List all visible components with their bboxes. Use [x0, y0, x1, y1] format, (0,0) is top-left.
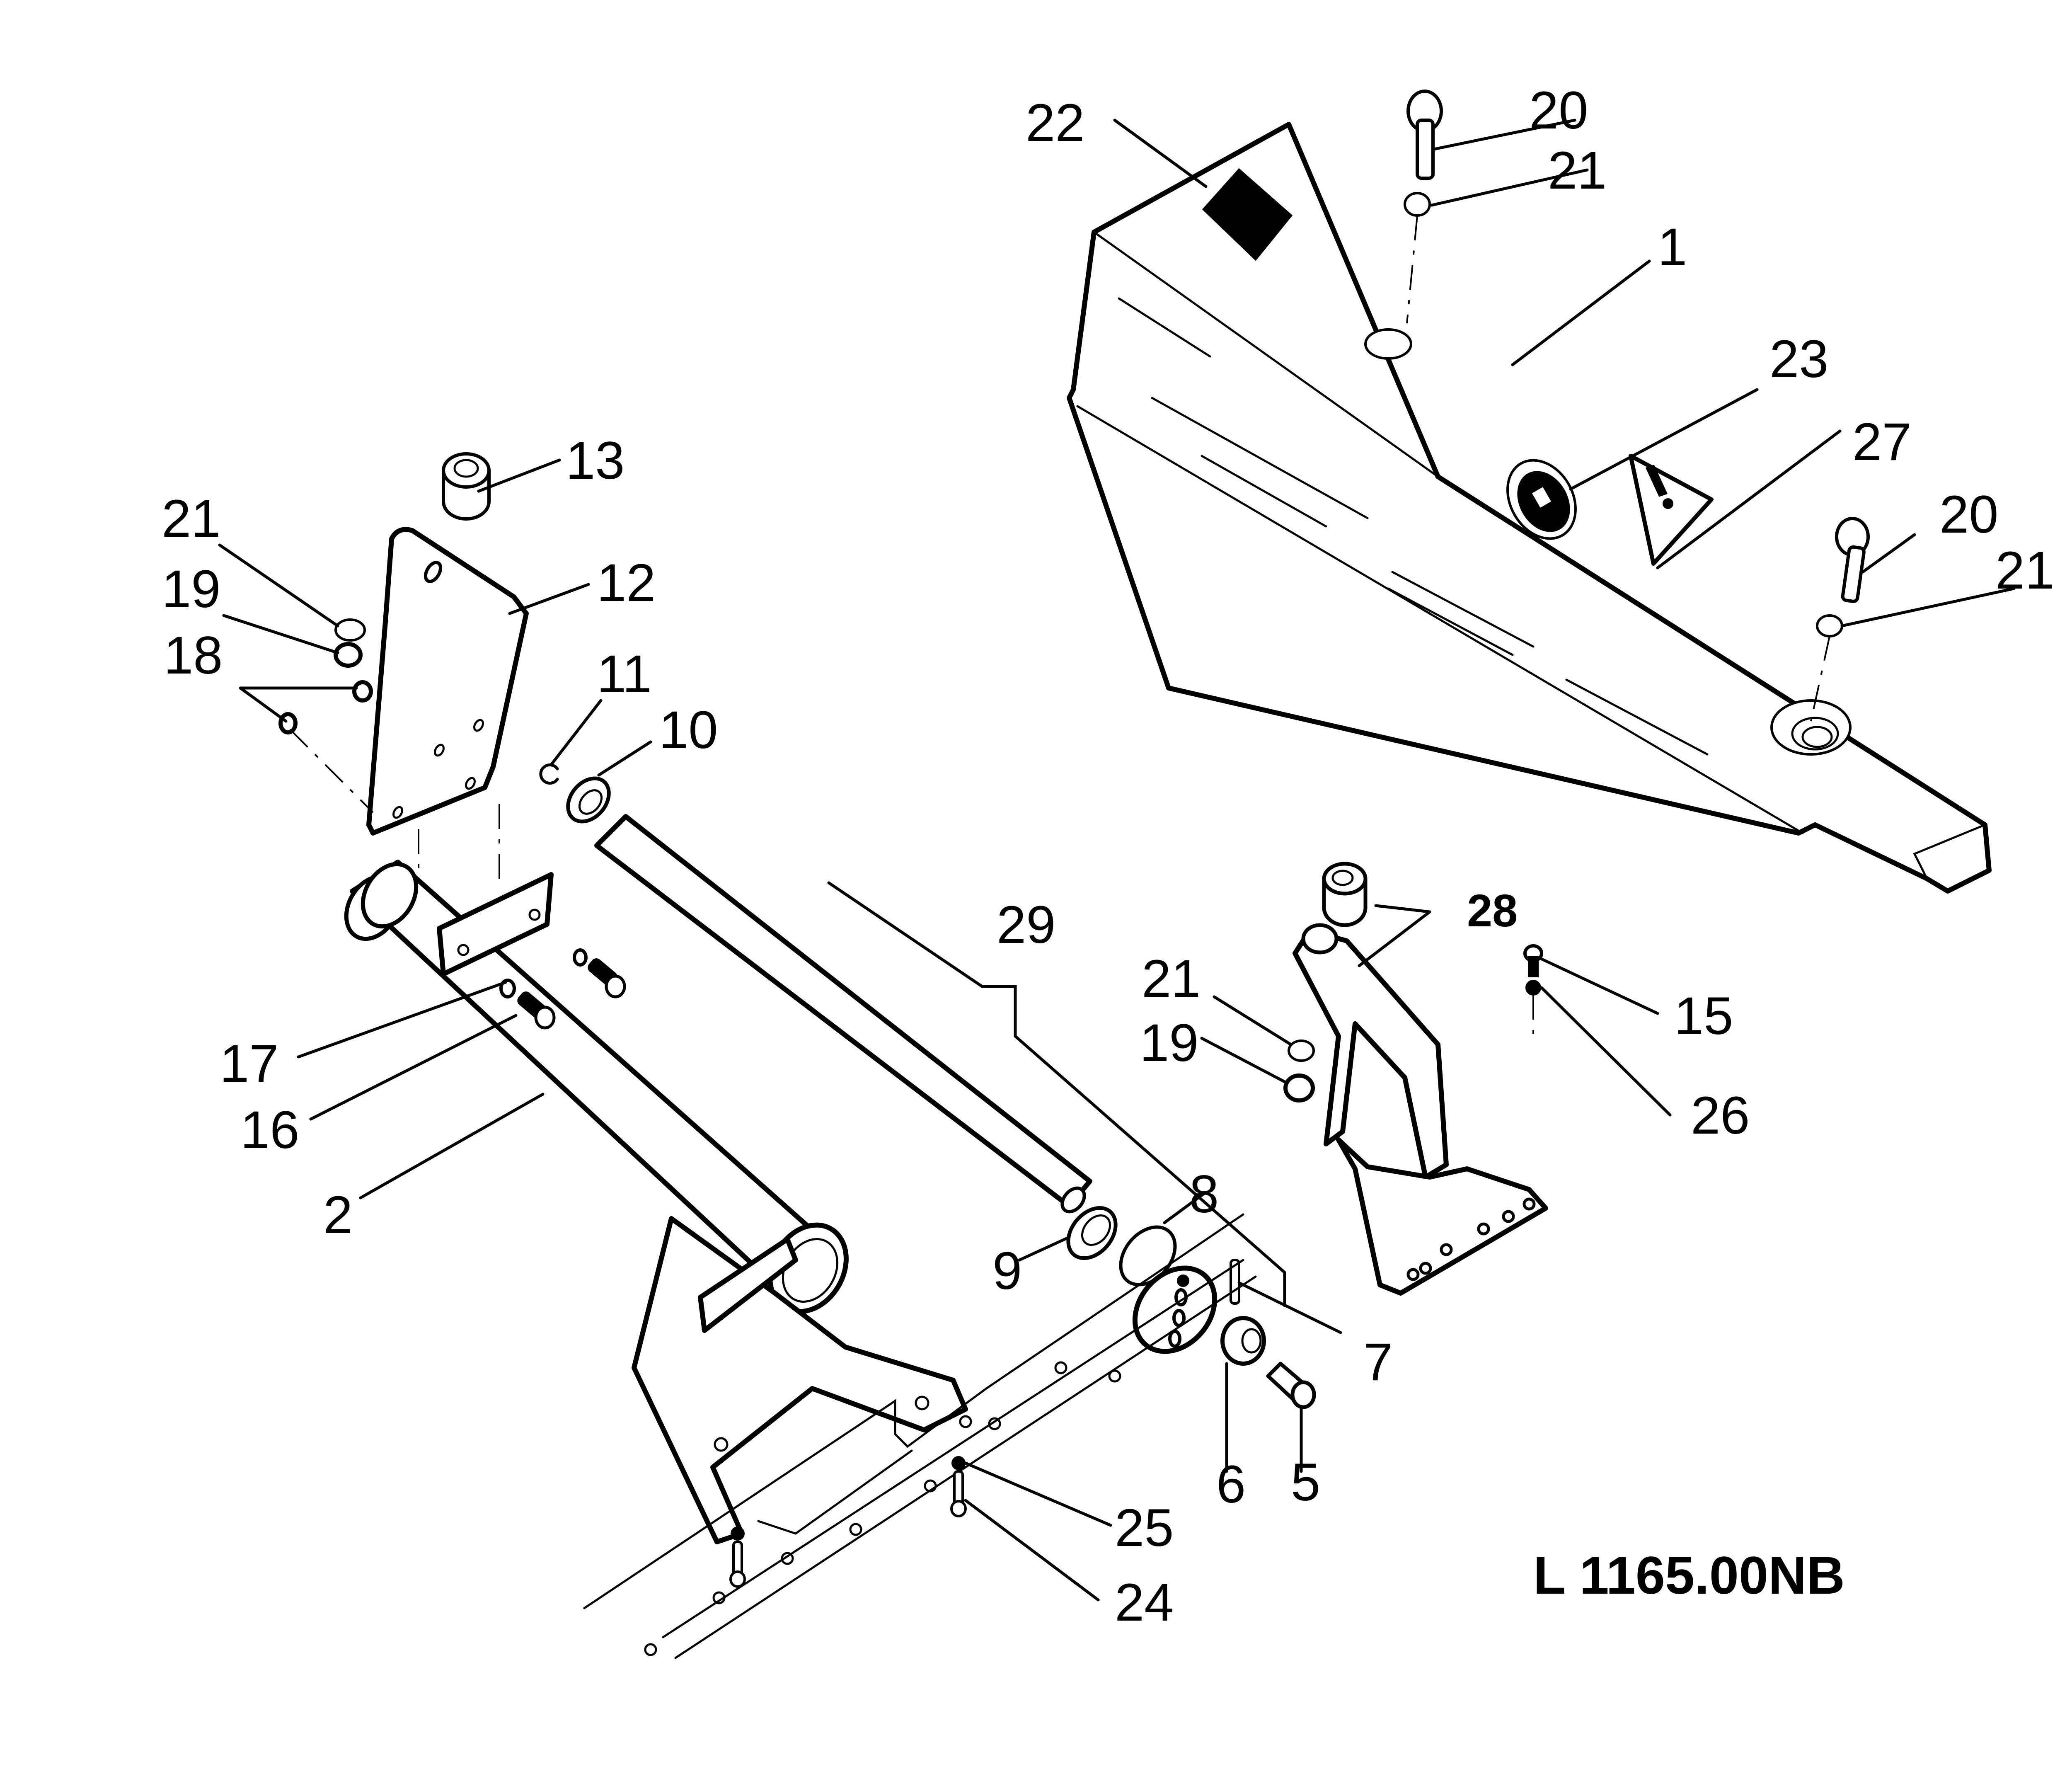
arm-bracket: [1293, 923, 1548, 1296]
callout-21-arm: 21: [1142, 949, 1201, 1008]
callout-18: 18: [164, 626, 223, 685]
callout-16: 16: [240, 1100, 299, 1160]
nut-18-a: [352, 680, 373, 703]
callout-10: 10: [659, 700, 718, 760]
screw-24: [950, 1456, 967, 1517]
nut-18-b: [278, 712, 298, 734]
callout-17: 17: [220, 1034, 278, 1093]
nut-19-left: [334, 642, 363, 668]
washer-21-left: [334, 618, 366, 642]
cover-hole-top: [1364, 328, 1412, 360]
bracket-plate: [366, 527, 529, 836]
callout-21-top: 21: [1548, 141, 1607, 200]
warning-triangle-icon: [1629, 454, 1714, 566]
washer-21-arm: [1288, 1040, 1315, 1062]
callout-29: 29: [997, 895, 1055, 955]
bolt-20-right: [1835, 517, 1870, 603]
bearing-10: [566, 776, 611, 824]
callout-21-left: 21: [162, 489, 220, 548]
circlip-11: [539, 763, 559, 785]
callout-24: 24: [1115, 1573, 1174, 1632]
callout-19-arm: 19: [1140, 1013, 1198, 1073]
support-tube-frame: [344, 860, 968, 1544]
washer-21-top: [1404, 192, 1431, 217]
leader-lines: [218, 119, 2016, 1602]
nut-19-arm: [1283, 1073, 1315, 1103]
base-plate: [583, 1213, 1257, 1659]
callout-27: 27: [1852, 412, 1911, 472]
washer-upper-right: [573, 948, 588, 967]
callout-5: 5: [1291, 1453, 1320, 1512]
callout-25: 25: [1115, 1498, 1174, 1558]
bushing-6: [1220, 1316, 1266, 1366]
hub-disc: [1132, 1265, 1218, 1354]
callout-15: 15: [1674, 986, 1733, 1046]
callout-26: 26: [1691, 1086, 1750, 1145]
callout-12: 12: [597, 553, 656, 613]
callout-20-right: 20: [1939, 485, 1998, 544]
callout-6: 6: [1216, 1455, 1246, 1514]
bolt-upper-right: [588, 958, 626, 998]
callout-20-top: 20: [1529, 81, 1588, 140]
bushing-13: [442, 452, 491, 521]
callout-19-left: 19: [162, 560, 220, 619]
callout-2: 2: [323, 1185, 353, 1245]
screw-bottom: [729, 1527, 746, 1588]
washer-21-right: [1816, 614, 1843, 637]
callout-8: 8: [1189, 1165, 1219, 1224]
square-decal-icon: [1202, 168, 1293, 261]
bushing-28: [1322, 862, 1368, 927]
callout-13: 13: [566, 431, 625, 490]
bolt-20-top: [1406, 90, 1443, 180]
drive-shaft: [594, 814, 1092, 1214]
drawing-reference: L 1165.00NB: [1533, 1546, 1845, 1605]
callout-9: 9: [992, 1241, 1022, 1301]
washer-26: [1525, 980, 1541, 996]
callout-1: 1: [1658, 218, 1687, 277]
callout-23: 23: [1769, 330, 1828, 389]
callout-28: 28: [1467, 885, 1518, 936]
washer-17: [499, 979, 516, 998]
round-safety-decal-icon: [1506, 459, 1577, 540]
sleeve-5: [1266, 1362, 1316, 1409]
callout-21-right: 21: [1995, 541, 2054, 600]
callout-7: 7: [1363, 1333, 1393, 1392]
bearing-9: [1066, 1206, 1118, 1260]
bolt-16: [517, 991, 556, 1030]
cover-guard: [1067, 122, 1992, 894]
callout-11: 11: [597, 645, 652, 704]
screw-15: [1523, 944, 1543, 977]
callout-22: 22: [1026, 93, 1084, 153]
